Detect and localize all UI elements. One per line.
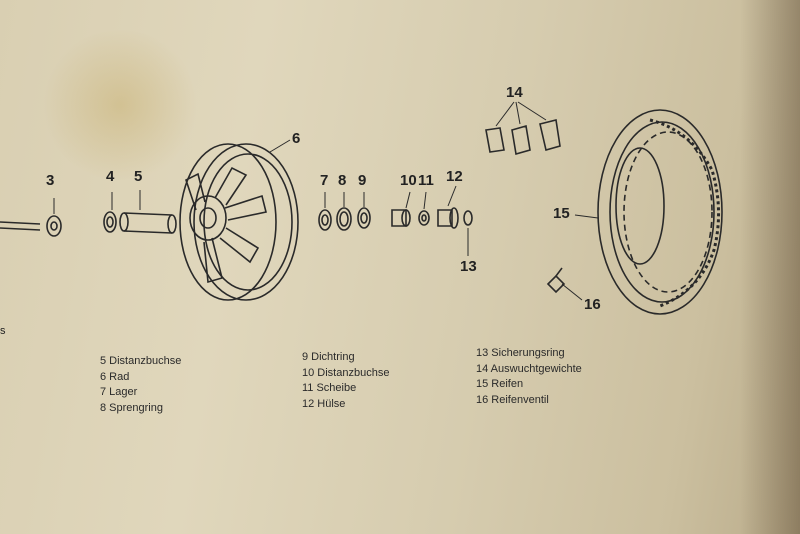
- part-15-tire: [574, 109, 723, 315]
- part-4-bearing: [103, 192, 117, 233]
- legend-item: 12 Hülse: [302, 397, 346, 410]
- parts-7-8-9: [318, 192, 371, 231]
- parts-10-13: [391, 185, 473, 256]
- legend-item: 8 Sprengring: [100, 401, 163, 414]
- callout-11: 11: [418, 172, 434, 189]
- legend-item: 10 Distanzbuchse: [302, 366, 390, 379]
- callout-4: 4: [106, 168, 115, 185]
- callout-8: 8: [338, 172, 347, 189]
- legend-item: 5 Distanzbuchse: [100, 355, 182, 367]
- callout-7: 7: [320, 172, 329, 189]
- part-14-weights: [485, 101, 561, 156]
- legend-item: 11 Scheibe: [302, 382, 357, 394]
- legend-item: 16 Reifenventil: [476, 393, 549, 406]
- legend-item: 15 Reifen: [476, 378, 524, 390]
- part-5-spacer: [119, 190, 177, 234]
- part-3-axle: [0, 198, 62, 237]
- part-16-valve: [546, 267, 583, 301]
- legend-column-2: 9 Dichtring 10 Distanzbuchse 11 Scheibe …: [302, 350, 389, 412]
- page-shadow: [740, 0, 800, 534]
- callout-14: 14: [506, 84, 523, 101]
- callout-15: 15: [553, 205, 570, 222]
- part-6-wheel: [179, 139, 299, 301]
- legend-column-1: 5 Distanzbuchse 6 Rad 7 Lager 8 Sprengri…: [100, 354, 181, 416]
- legend-item: 7 Lager: [100, 386, 138, 398]
- legend-column-3: 13 Sicherungsring 14 Auswuchtgewichte 15…: [476, 346, 582, 408]
- callout-5: 5: [134, 168, 143, 185]
- paper-stain: [40, 30, 200, 180]
- legend-item: 14 Auswuchtgewichte: [476, 362, 582, 375]
- callout-16: 16: [584, 296, 601, 313]
- callout-10: 10: [400, 172, 417, 189]
- legend-item: 13 Sicherungsring: [476, 347, 565, 359]
- callout-6: 6: [292, 130, 301, 147]
- callout-12: 12: [446, 168, 463, 185]
- left-text-fragment: s: [0, 325, 6, 337]
- callout-13: 13: [460, 258, 477, 275]
- callout-9: 9: [358, 172, 367, 189]
- legend-item: 6 Rad: [100, 370, 130, 383]
- legend-item: 9 Dichtring: [302, 351, 355, 363]
- callout-3: 3: [46, 172, 55, 189]
